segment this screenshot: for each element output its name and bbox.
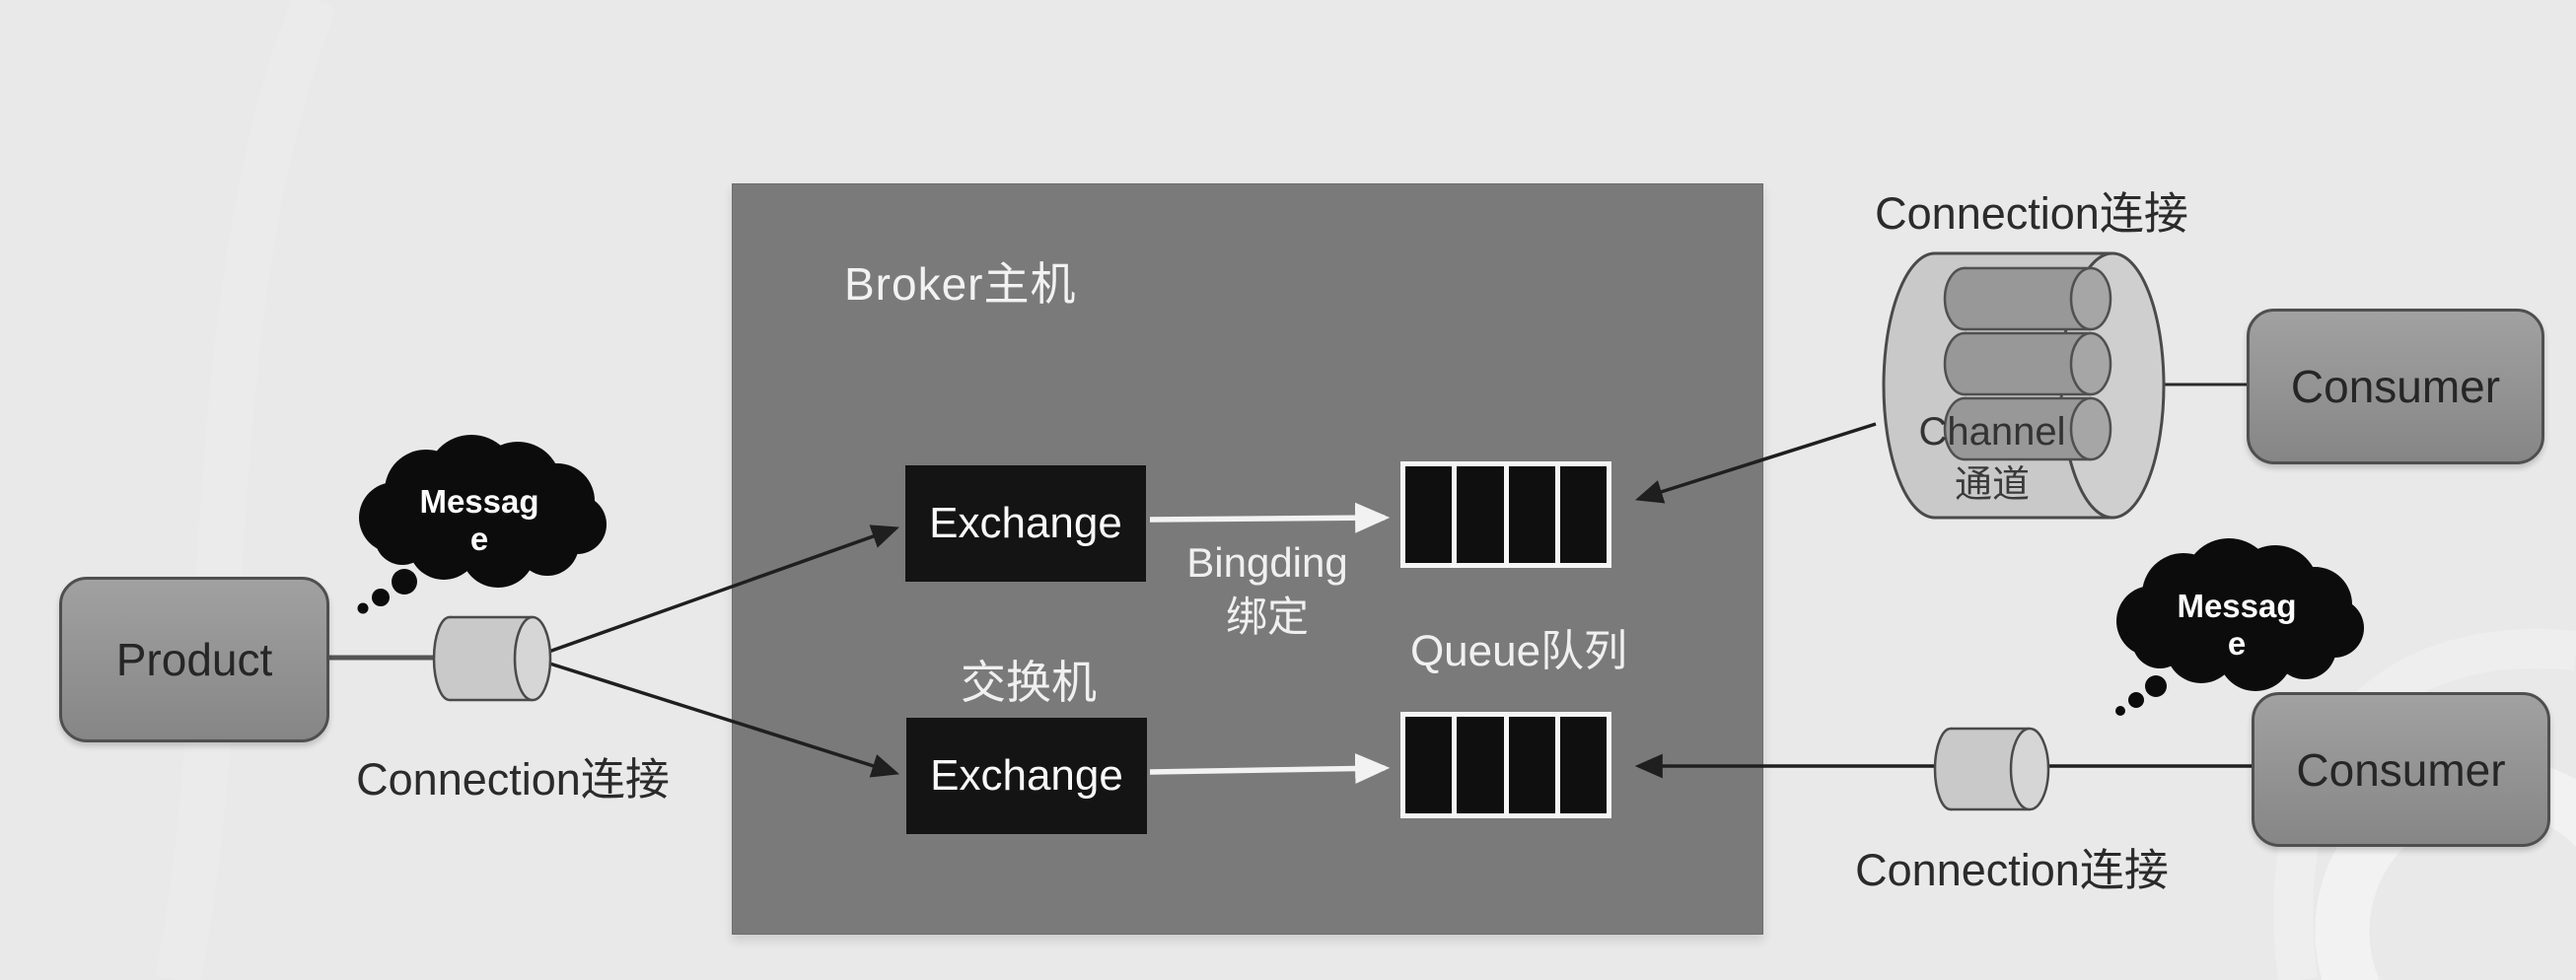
- consumer-bottom-label: Consumer: [2296, 743, 2506, 796]
- connection-label-consumer-bottom: Connection连接: [1855, 845, 2169, 895]
- queue-bottom: [1400, 712, 1611, 818]
- connection-cylinder-consumer: [1933, 727, 2050, 811]
- exchange-top-label: Exchange: [929, 499, 1122, 547]
- queue-cell: [1559, 466, 1607, 563]
- channel-cylinder: [1882, 251, 2166, 520]
- queue-caption: Queue队列: [1409, 627, 1628, 675]
- background-swirl: [155, 0, 337, 980]
- connection-label-producer: Connection连接: [356, 754, 670, 805]
- product-label: Product: [115, 634, 273, 685]
- message-text-line1: Messag: [2177, 588, 2297, 624]
- message-cloud-producer-text: Messag e: [393, 483, 566, 558]
- channel-inner-cylinder: [1943, 396, 2112, 461]
- queue-top: [1400, 461, 1611, 568]
- binding-arrow-bottom: [1149, 753, 1391, 784]
- channel-inner-cylinder: [1943, 266, 2112, 331]
- message-cloud-producer: [357, 435, 607, 614]
- channel-to-queue-arrow: [1634, 422, 1877, 504]
- consumer-top-box: Consumer: [2247, 309, 2544, 464]
- consumer-top-label: Consumer: [2290, 361, 2501, 412]
- exchange-top-box: Exchange: [905, 465, 1146, 582]
- channel-caption: 通道: [1954, 464, 2030, 506]
- channel-inner-cylinder: [1943, 331, 2112, 396]
- message-text-line1: Messag: [419, 483, 539, 520]
- consumer-bottom-box: Consumer: [2252, 692, 2550, 847]
- queue-cell: [1405, 466, 1453, 563]
- queue-cell: [1559, 717, 1607, 813]
- thought-bubbles: [357, 569, 417, 614]
- queue-cell: [1508, 466, 1555, 563]
- exchange-caption: 交换机: [961, 657, 1097, 708]
- fan-arrow-bottom: [539, 659, 900, 778]
- message-cloud-consumer: [2115, 538, 2364, 716]
- product-box: Product: [59, 577, 329, 742]
- binding-arrow-top: [1149, 502, 1391, 533]
- queue-cell: [1405, 717, 1453, 813]
- fan-arrow-top: [539, 525, 899, 657]
- connection-label-consumer-top: Connection连接: [1875, 188, 2188, 239]
- broker-title: Broker主机: [844, 258, 1077, 310]
- connection-cylinder-producer: [432, 615, 552, 702]
- binding-label-line2: 绑定: [1225, 594, 1309, 641]
- binding-label: Bingding 绑定: [1164, 535, 1371, 645]
- exchange-bottom-box: Exchange: [906, 718, 1147, 834]
- binding-label-line1: Bingding: [1186, 539, 1348, 586]
- message-cloud-consumer-text: Messag e: [2150, 588, 2324, 663]
- queue-cell: [1457, 717, 1504, 813]
- channel-label: Channel: [1918, 410, 2066, 454]
- queue-cell: [1457, 466, 1504, 563]
- queue-cell: [1508, 717, 1555, 813]
- exchange-bottom-label: Exchange: [930, 751, 1123, 800]
- message-text-line2: e: [2227, 624, 2247, 662]
- message-text-line2: e: [469, 520, 489, 557]
- thought-bubbles: [2115, 675, 2167, 716]
